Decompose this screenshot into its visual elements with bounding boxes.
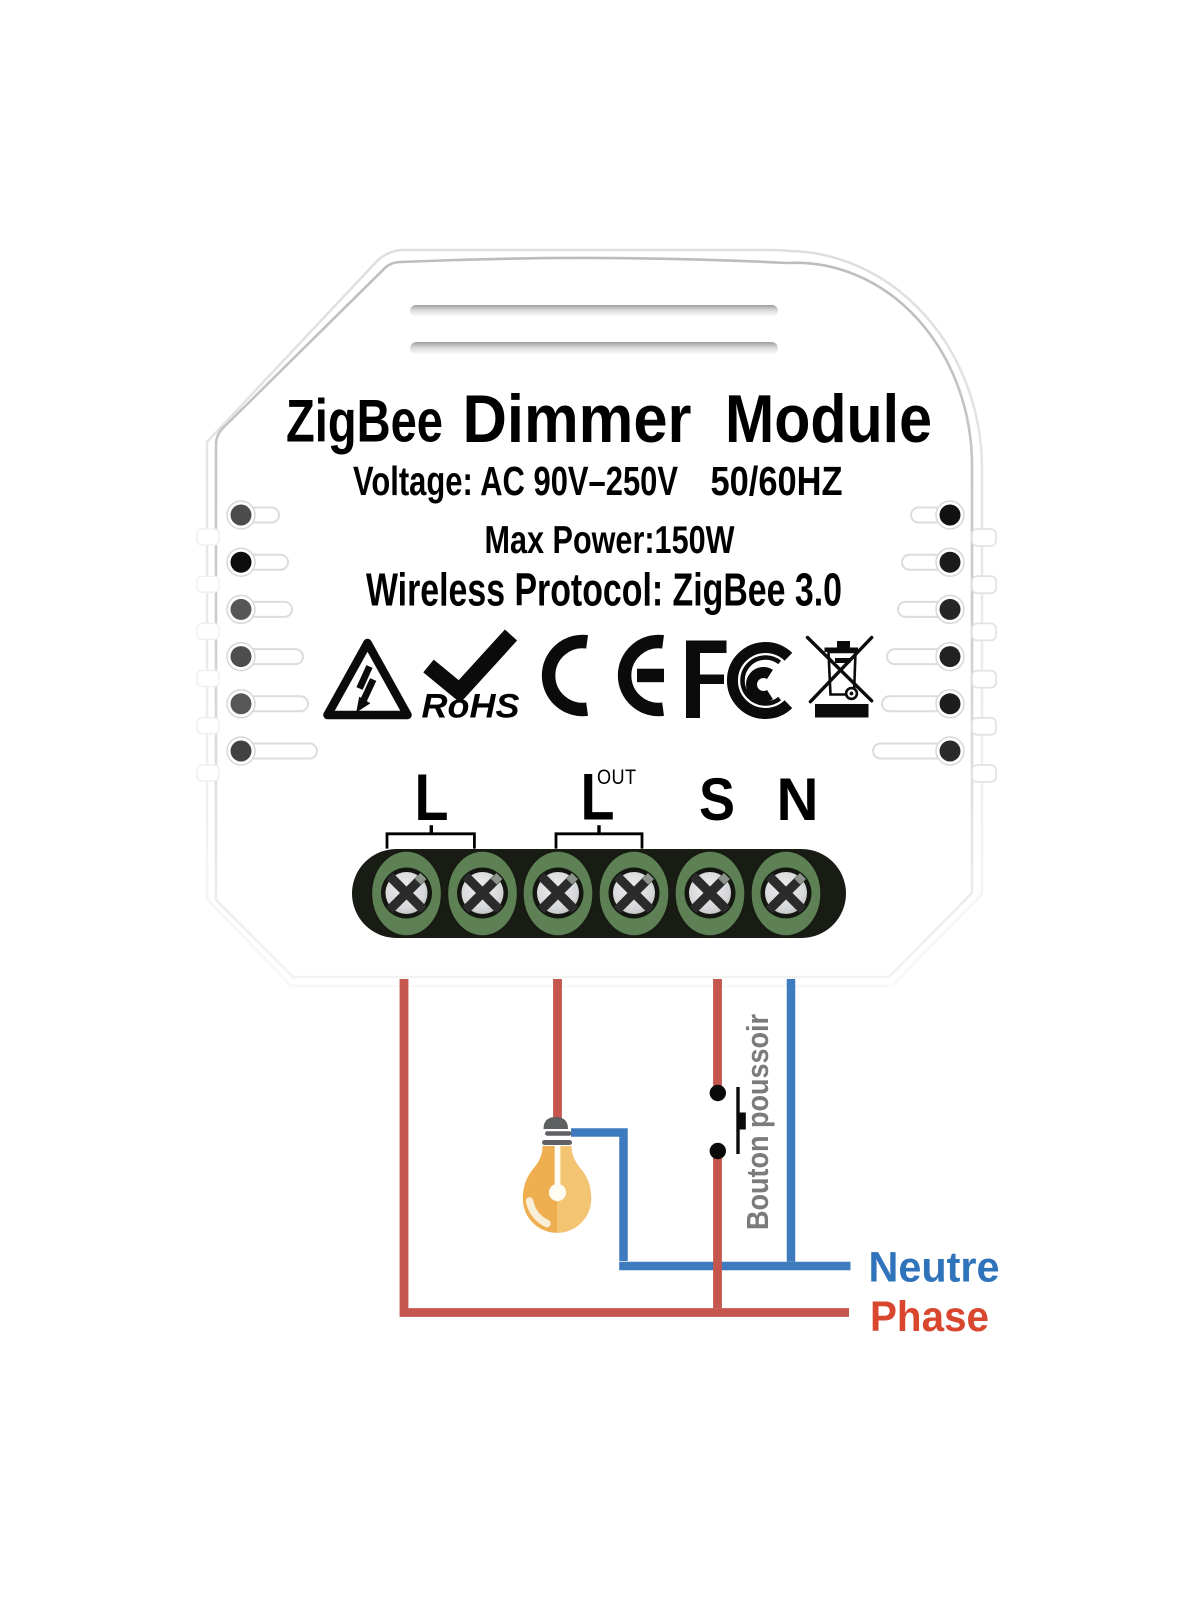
svg-text:L: L <box>581 760 615 834</box>
svg-text:ZigBee: ZigBee <box>286 388 443 455</box>
svg-text:Dimmer: Dimmer <box>463 381 692 457</box>
svg-text:S: S <box>699 766 735 833</box>
svg-text:N: N <box>777 766 819 833</box>
svg-text:Voltage: AC 90V–250V: Voltage: AC 90V–250V <box>353 458 678 504</box>
svg-text:L: L <box>415 760 449 834</box>
svg-text:Max Power:150W: Max Power:150W <box>485 519 736 562</box>
svg-text:RoHS: RoHS <box>422 688 520 726</box>
svg-text:Phase: Phase <box>870 1293 989 1341</box>
svg-text:50/60HZ: 50/60HZ <box>711 458 843 504</box>
svg-text:Bouton poussoir: Bouton poussoir <box>740 1014 775 1230</box>
svg-text:OUT: OUT <box>597 765 637 789</box>
svg-text:Neutre: Neutre <box>869 1244 1000 1292</box>
svg-text:Wireless Protocol: ZigBee 3.0: Wireless Protocol: ZigBee 3.0 <box>366 564 842 616</box>
svg-text:Module: Module <box>725 381 932 457</box>
